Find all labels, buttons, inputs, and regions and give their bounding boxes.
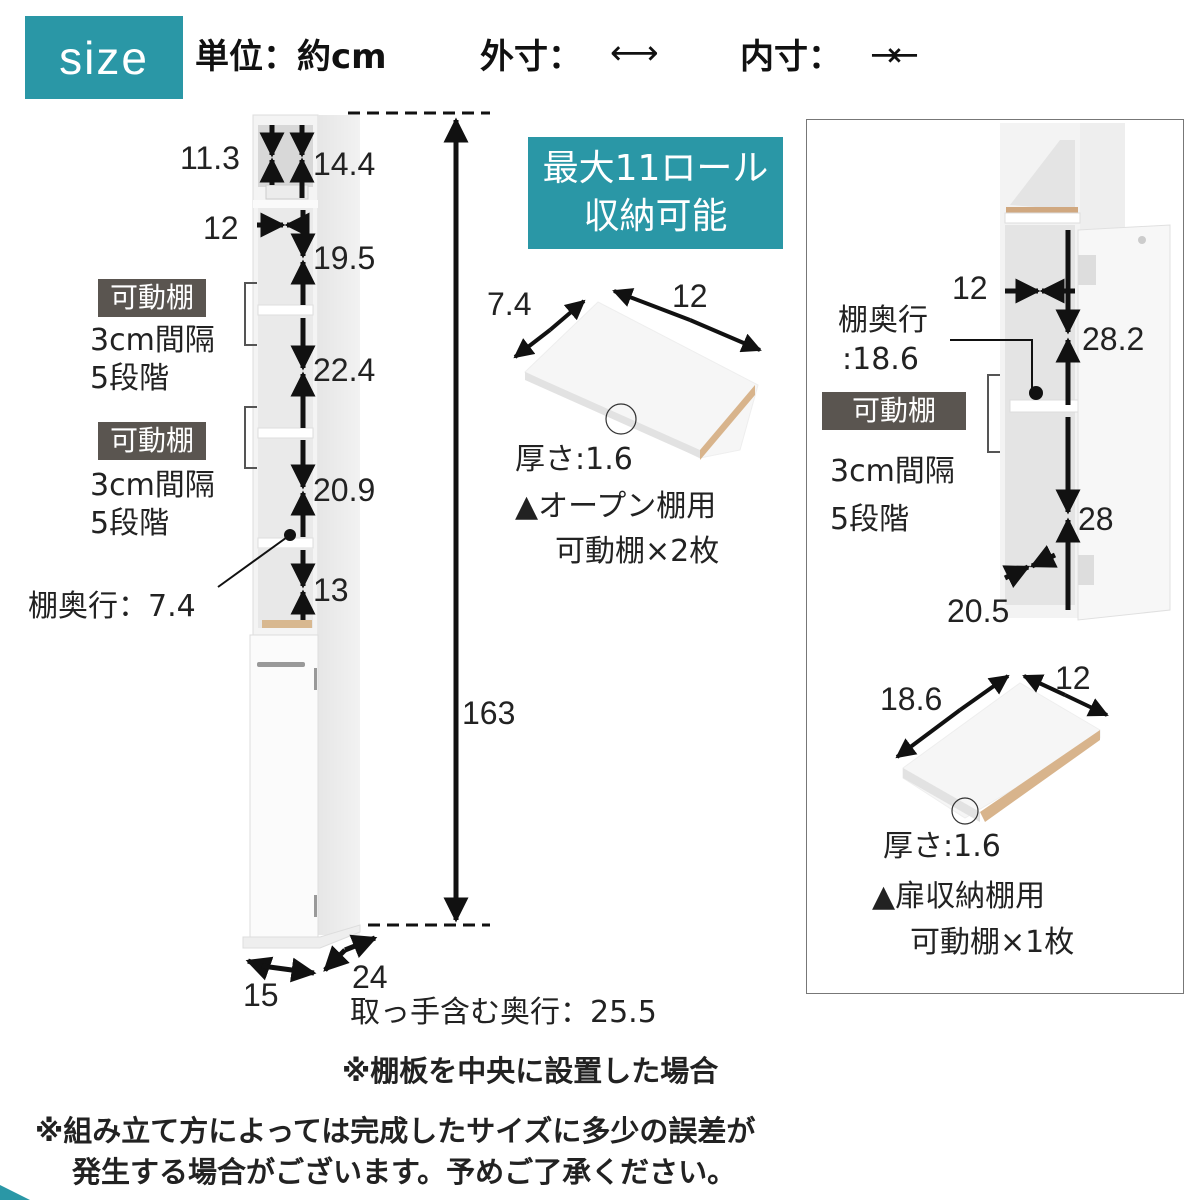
inward-arrows-icon: →← <box>870 35 919 75</box>
shelf-steps: 5段階 <box>90 361 170 396</box>
center-placement-note: ※棚板を中央に設置した場合 <box>342 1054 719 1088</box>
door-shelf-depth-label: 棚奥行 <box>838 303 928 338</box>
door-shelf-steps: 5段階 <box>830 502 910 537</box>
door-movable-shelf-tag: 可動棚 <box>822 392 967 430</box>
assembly-note-line-1: ※組み立て方によっては完成したサイズに多少の誤差が <box>35 1114 756 1148</box>
open-shelf-board-illustration <box>524 301 759 460</box>
shelf-depth-label: 棚奥行：7.4 <box>28 589 196 624</box>
dim-top-inner: 11.3 <box>180 140 240 176</box>
door-board-use: ▲扉収納棚用 <box>872 879 1046 914</box>
door-board-width: 12 <box>1055 660 1091 696</box>
door-board-depth: 18.6 <box>880 681 943 717</box>
shelf-interval: 3cm間隔 <box>90 468 215 503</box>
dim-shelf-1: 19.5 <box>313 240 376 276</box>
dim-width-front: 15 <box>243 977 279 1013</box>
door-upper-height: 28.2 <box>1082 321 1145 357</box>
door-width-inner: 12 <box>952 270 988 306</box>
dim-shelf-3: 20.9 <box>313 472 376 508</box>
unit-label: 単位：約cm <box>195 37 387 77</box>
shelf-steps: 5段階 <box>90 506 170 541</box>
door-board-quantity: 可動棚×1枚 <box>910 925 1075 960</box>
door-shelf-interval: 3cm間隔 <box>830 454 955 489</box>
capacity-line-2: 収納可能 <box>583 196 728 237</box>
dim-shelf-2: 22.4 <box>313 352 376 388</box>
size-badge: size <box>25 16 183 99</box>
assembly-note-line-2: 発生する場合がございます。予めご了承ください。 <box>72 1155 737 1189</box>
board-width: 12 <box>672 278 708 314</box>
movable-shelf-tag: 可動棚 <box>98 422 207 460</box>
double-arrow-icon: ⟷ <box>610 33 659 73</box>
board-depth: 7.4 <box>487 286 532 322</box>
board-use: ▲オープン棚用 <box>515 489 717 524</box>
dim-bottom-open: 13 <box>313 572 349 608</box>
board-thickness: 厚さ:1.6 <box>515 442 633 477</box>
outer-dimension-label: 外寸： <box>480 37 582 77</box>
movable-shelf-tag: 可動棚 <box>98 279 207 317</box>
dim-depth: 24 <box>352 959 388 995</box>
depth-with-handle: 取っ手含む奥行：25.5 <box>350 995 657 1030</box>
capacity-line-1: 最大11ロール <box>542 148 769 189</box>
dim-top-outer: 14.4 <box>313 146 376 182</box>
board-quantity: 可動棚×2枚 <box>555 534 720 569</box>
door-storage-panel <box>806 119 1184 994</box>
dim-width-inner: 12 <box>203 210 239 246</box>
door-lower-height: 28 <box>1078 501 1114 537</box>
capacity-banner: 最大11ロール 収納可能 <box>528 137 783 249</box>
inner-dimension-label: 内寸： <box>740 37 842 77</box>
door-board-thickness: 厚さ:1.6 <box>883 829 1001 864</box>
door-shelf-depth-value: :18.6 <box>842 342 919 377</box>
shelf-interval: 3cm間隔 <box>90 323 215 358</box>
door-bottom-depth: 20.5 <box>947 593 1010 629</box>
door-shelf-board-illustration <box>902 682 1101 825</box>
dim-height-total: 163 <box>462 695 516 731</box>
corner-accent <box>0 1185 30 1200</box>
